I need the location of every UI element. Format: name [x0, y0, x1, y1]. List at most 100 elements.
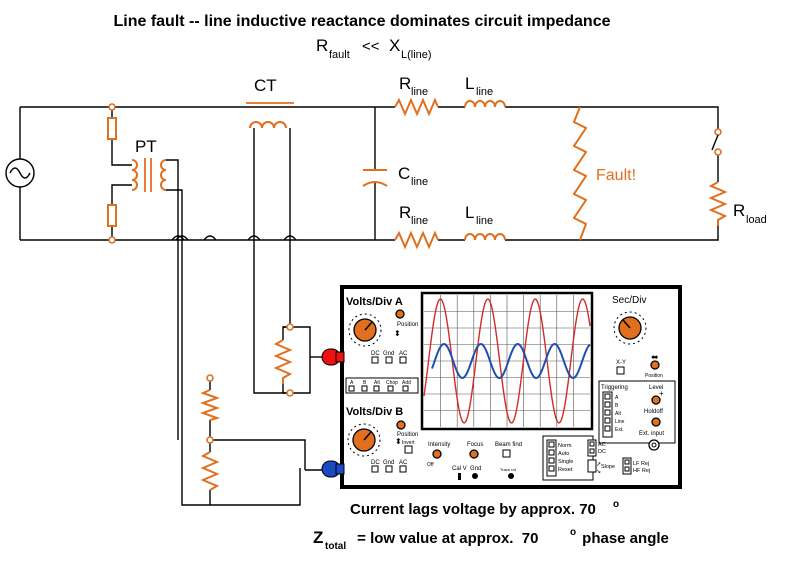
trig-src-b[interactable] — [604, 401, 611, 408]
r-load-icon — [708, 181, 728, 226]
svg-text:A: A — [350, 380, 354, 386]
svg-text:AC: AC — [399, 351, 408, 357]
sweep-modes: Norm Auto Single Reset — [542, 435, 594, 481]
beam-find-button[interactable] — [502, 449, 511, 458]
l-line-top-sub: line — [476, 86, 493, 98]
svg-text:Line: Line — [615, 419, 625, 425]
svg-text:HF Rej: HF Rej — [633, 468, 650, 474]
coupling-a-gnd[interactable] — [385, 356, 393, 364]
position-a-knob[interactable] — [395, 309, 405, 319]
potential-transformer-icon — [131, 158, 167, 192]
coupling-a-dc[interactable] — [371, 356, 379, 364]
position-a-label: Position — [397, 322, 418, 328]
level-knob[interactable] — [651, 395, 661, 405]
svg-text:AC: AC — [598, 442, 606, 448]
sweep-norm[interactable] — [548, 441, 555, 448]
r-line-bottom-sub: line — [411, 215, 428, 227]
diagram-title: Line fault -- line inductive reactance d… — [113, 13, 610, 30]
svg-text:R: R — [316, 36, 328, 55]
svg-text:Norm: Norm — [558, 443, 572, 449]
svg-text:fault: fault — [329, 49, 350, 61]
sweep-reset[interactable] — [548, 465, 555, 472]
hf-rej-button[interactable] — [624, 466, 630, 472]
fault-label: Fault! — [596, 167, 636, 184]
line-capacitor-icon — [362, 169, 388, 187]
caption-impedance: Z total = low value at approx. 70 o phas… — [313, 527, 669, 552]
gnd-terminal[interactable] — [472, 473, 478, 479]
svg-text:LF Rej: LF Rej — [633, 461, 649, 467]
level-plus-icon: + — [659, 389, 664, 398]
holdoff-knob[interactable] — [651, 417, 661, 427]
position-b-knob[interactable] — [396, 420, 406, 430]
trig-src-alt[interactable] — [604, 409, 611, 416]
lf-rej-button[interactable] — [624, 459, 630, 465]
trace-rot-screw[interactable] — [508, 473, 514, 479]
svg-text:DC: DC — [371, 351, 380, 357]
coupling-b-dc[interactable] — [371, 465, 379, 473]
r-line-top-icon — [394, 97, 439, 117]
pt-divider-resistor-top-icon — [200, 389, 221, 421]
focus-label: Focus — [467, 442, 483, 448]
coupling-b-ac[interactable] — [399, 465, 407, 473]
coupling-a-ac[interactable] — [399, 356, 407, 364]
trace-rot-label: Trace rot — [500, 467, 517, 472]
sweep-single[interactable] — [548, 457, 555, 464]
trig-src-line[interactable] — [604, 417, 611, 424]
fault-condition: R fault << X L(line) — [316, 36, 432, 61]
sec-div-label: Sec/Div — [612, 295, 646, 306]
c-line-label: C — [398, 164, 410, 183]
svg-text:Auto: Auto — [558, 451, 569, 457]
l-line-bottom-sub: line — [476, 215, 493, 227]
scope-screen — [420, 291, 594, 431]
svg-text:Chop: Chop — [386, 380, 398, 386]
probe-a[interactable] — [310, 348, 345, 366]
xy-button[interactable] — [616, 366, 625, 375]
svg-text:Z: Z — [313, 528, 323, 547]
slope-switch[interactable]: ↗ Slope ↘ — [587, 459, 615, 475]
volts-div-a-knob[interactable] — [348, 313, 382, 347]
svg-text:L(line): L(line) — [401, 49, 432, 61]
svg-text:= low value at approx. 70: = low value at approx. 70 — [353, 530, 539, 547]
current-transformer-icon — [246, 102, 294, 129]
trig-coupling-ac[interactable] — [589, 441, 595, 447]
invert-button[interactable] — [404, 445, 413, 454]
pt-fuse-top — [107, 117, 117, 140]
volts-div-b-knob[interactable] — [347, 423, 381, 457]
position-b-label: Position — [397, 432, 418, 438]
triggering-label: Triggering — [601, 385, 628, 391]
coupling-b-gnd[interactable] — [385, 465, 393, 473]
focus-knob[interactable] — [469, 449, 479, 459]
position-h-knob[interactable] — [650, 360, 660, 370]
svg-text:DC: DC — [371, 460, 380, 466]
coupling-a: DC Gnd AC — [371, 351, 408, 364]
mode-chop[interactable] — [387, 385, 394, 392]
trig-src-a[interactable] — [604, 393, 611, 400]
intensity-knob[interactable] — [432, 449, 442, 459]
sweep-auto[interactable] — [548, 449, 555, 456]
mode-b[interactable] — [361, 385, 368, 392]
mode-add[interactable] — [402, 385, 409, 392]
svg-text:phase angle: phase angle — [578, 530, 669, 547]
beam-find-label: Beam find — [495, 442, 522, 448]
vertical-mode: A B Alt Chop Add — [345, 377, 419, 394]
pt-label: PT — [135, 137, 157, 156]
cal-v-label: Cal V — [452, 466, 467, 472]
svg-text:Add: Add — [402, 380, 411, 386]
trig-coupling-dc[interactable] — [589, 448, 595, 454]
r-line-bottom-label: R — [399, 203, 411, 222]
mode-alt[interactable] — [373, 385, 380, 392]
probe-b[interactable] — [305, 460, 345, 478]
intensity-label: Intensity — [428, 442, 450, 448]
ac-source-icon — [5, 158, 35, 188]
cal-v-terminal[interactable] — [458, 473, 461, 480]
svg-text:X: X — [389, 36, 400, 55]
position-h-label: Position — [645, 373, 663, 379]
sec-div-knob[interactable] — [613, 311, 647, 345]
trig-src-ext[interactable] — [604, 425, 611, 432]
mode-a[interactable] — [348, 385, 355, 392]
svg-text:Current lags voltage by approx: Current lags voltage by approx. 70 — [350, 501, 596, 518]
oscilloscope: Volts/Div A Position ⬍ DC Gnd AC A B Alt… — [305, 285, 682, 489]
ext-input-jack[interactable] — [648, 439, 660, 451]
pt-fuse-bottom — [107, 204, 117, 227]
